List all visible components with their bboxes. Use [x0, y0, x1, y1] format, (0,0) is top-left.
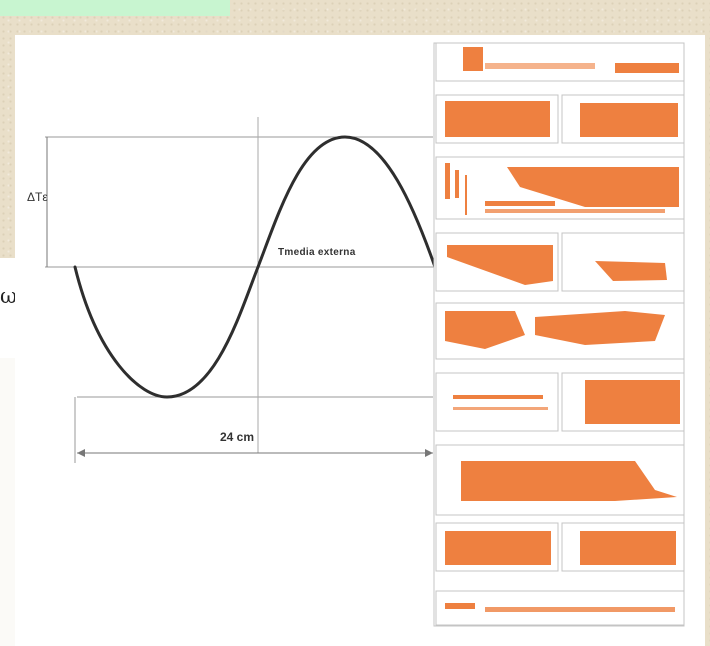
brick-course-2	[435, 94, 685, 144]
brick	[445, 311, 525, 349]
brick	[447, 245, 553, 285]
brick	[595, 261, 667, 281]
wall-temperature-figure: ΔTε Tmedia externa 24 cm	[15, 35, 705, 646]
left-panel-fragment	[0, 258, 15, 358]
left-panel-fragment-lower	[0, 358, 15, 646]
wall-thickness-label: 24 cm	[220, 430, 255, 444]
brick-course-4	[435, 232, 685, 292]
brick	[535, 311, 665, 345]
brick-wall	[433, 42, 685, 627]
mean-external-temperature-label: Tmedia externa	[278, 247, 356, 258]
arrow-right	[425, 449, 433, 457]
top-banner	[0, 0, 230, 16]
brick	[585, 380, 680, 424]
brick	[580, 531, 676, 565]
brick-course-6	[435, 372, 685, 432]
brick	[615, 63, 679, 73]
brick-course-7	[435, 444, 685, 516]
amplitude-label: ΔTε	[27, 190, 48, 204]
brick-course-9	[435, 590, 685, 626]
brick-course-8	[435, 522, 685, 572]
brick	[463, 47, 483, 71]
arrow-left	[77, 449, 85, 457]
brick-course-5	[435, 302, 685, 360]
brick	[445, 101, 550, 137]
brick	[507, 167, 679, 207]
temperature-sine-wave	[73, 135, 437, 399]
brick	[461, 461, 677, 501]
figure-svg	[45, 42, 685, 627]
brick	[445, 531, 551, 565]
brick-course-1	[435, 42, 685, 82]
brick-course-3	[435, 156, 685, 220]
brick	[580, 103, 678, 137]
